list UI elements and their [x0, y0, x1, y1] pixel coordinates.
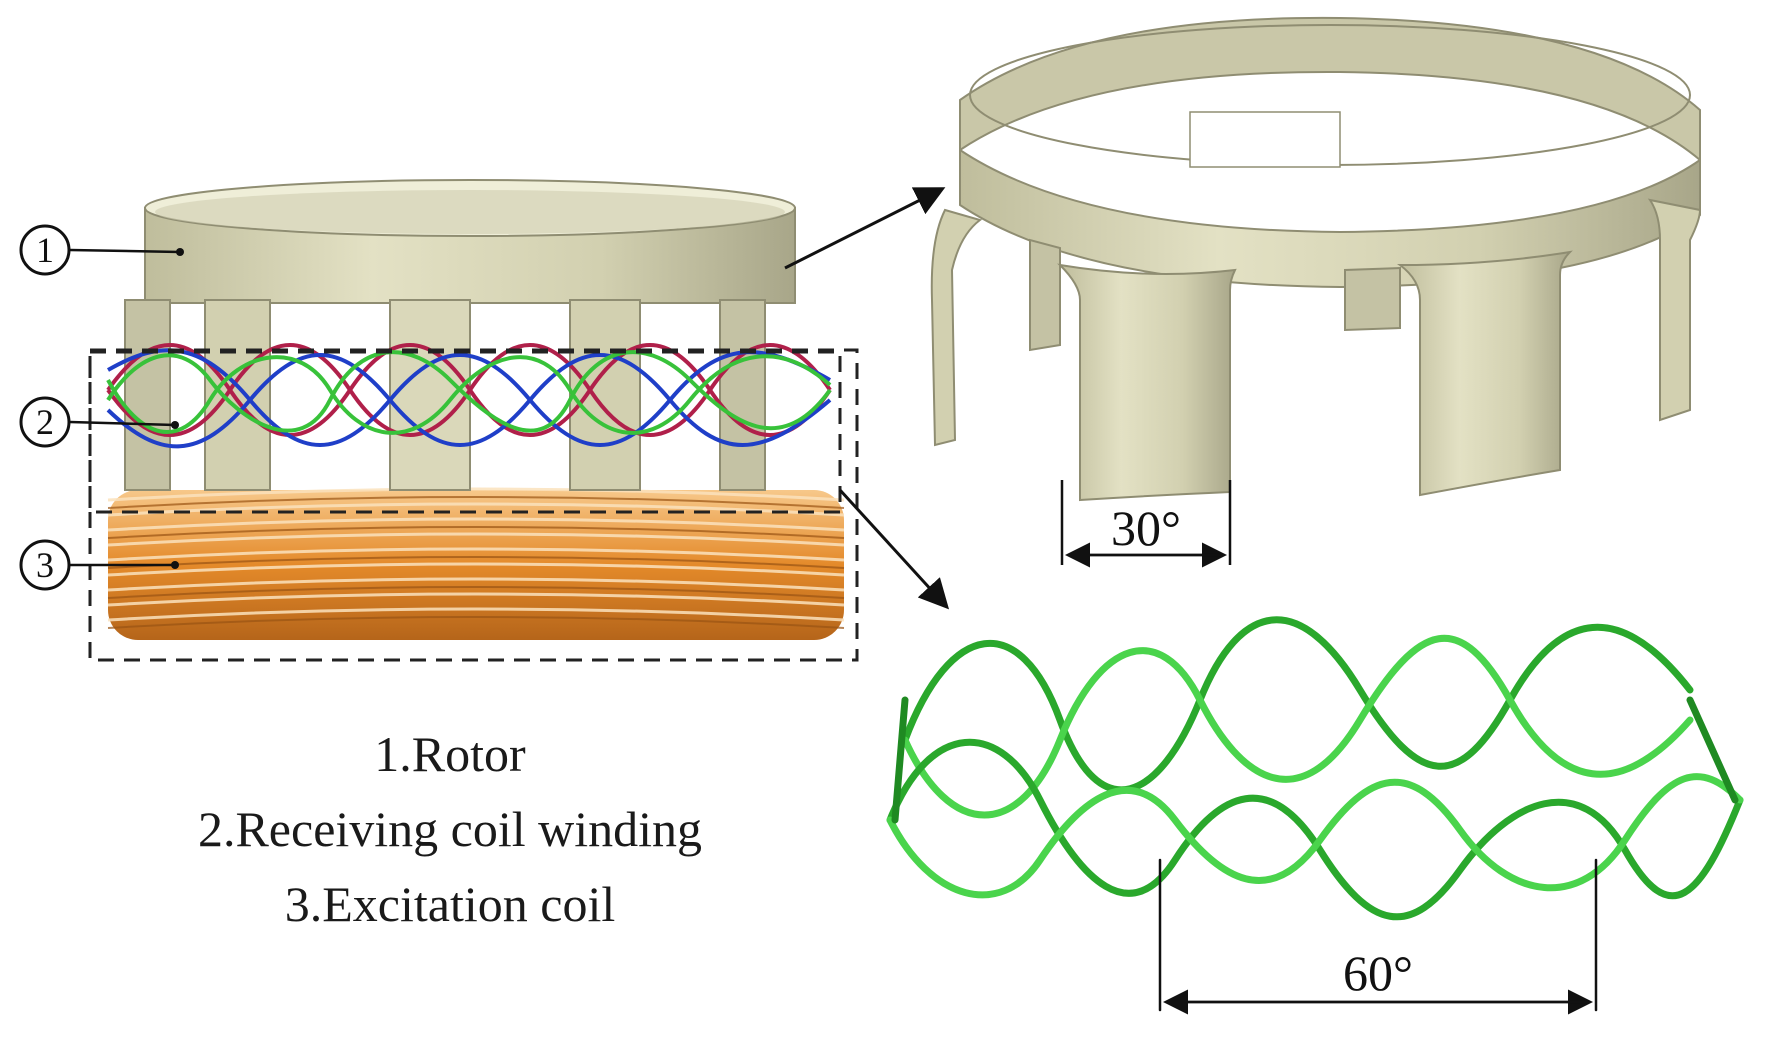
callout-2-symbol: 2 [36, 402, 54, 442]
assembly-view: 1 2 3 [19, 179, 859, 662]
dimension-label-60: 60° [1343, 945, 1413, 1001]
callout-leader-1 [69, 248, 181, 254]
receiving-coil-winding [106, 343, 832, 449]
coil-phase-green [106, 350, 832, 433]
callout-2: 2 [19, 396, 71, 448]
arrow-to-coil [838, 488, 950, 610]
callout-3: 3 [19, 539, 71, 591]
legend-item-rotor: 1.Rotor [374, 726, 526, 782]
callout-leader-2 [69, 420, 176, 427]
callout-1-symbol: 1 [36, 230, 54, 270]
callout-3-symbol: 3 [36, 545, 54, 585]
legend-item-excitation-coil: 3.Excitation coil [284, 876, 616, 932]
rotor-detail-view: 30° [930, 16, 1702, 568]
dimension-label-30: 30° [1111, 500, 1181, 556]
rotor-assembled [124, 179, 796, 491]
winding-region-outline [88, 350, 842, 514]
excitation-coil [107, 487, 845, 640]
callout-1: 1 [19, 224, 71, 276]
coil-detail-view: 60° [886, 616, 1744, 1015]
arrow-to-rotor [784, 187, 946, 270]
coil-region-outline [88, 348, 859, 662]
legend-item-receiving-coil: 2.Receiving coil winding [197, 801, 703, 857]
